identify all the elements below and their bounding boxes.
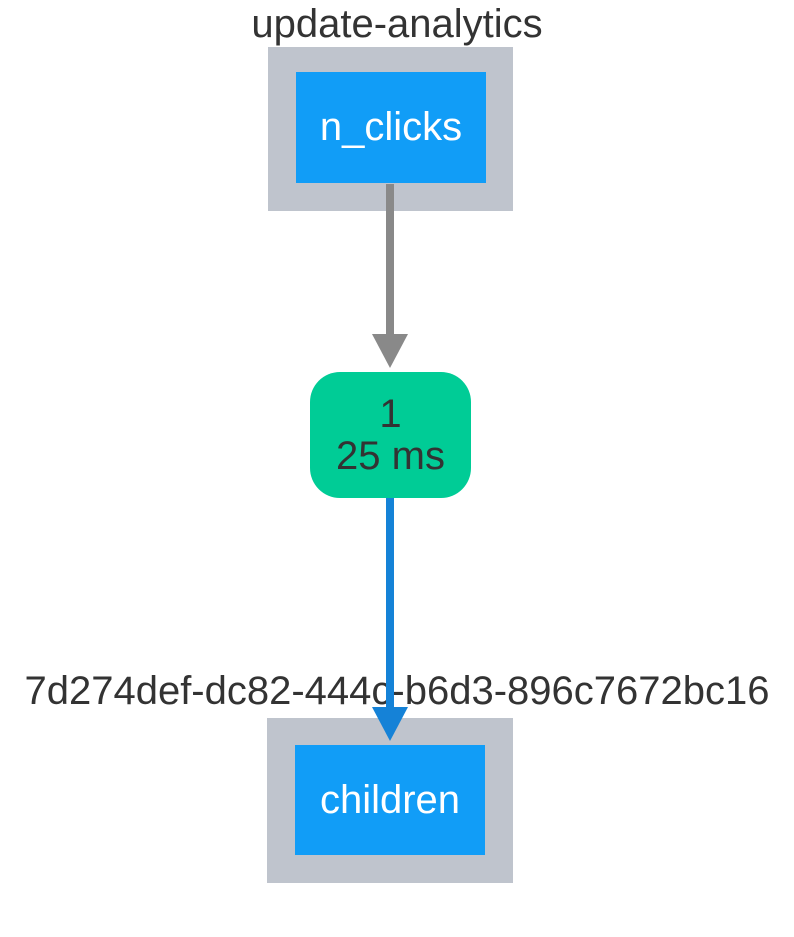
output-component-node[interactable]: children (267, 718, 513, 883)
input-component-node[interactable]: n_clicks (268, 47, 513, 211)
property-node-children[interactable]: children (295, 745, 485, 855)
input-component-label: update-analytics (251, 2, 543, 46)
edge-input-to-callback (386, 184, 394, 335)
edge-callback-to-output (386, 498, 394, 709)
callback-call-count: 1 (379, 392, 402, 436)
output-component-label: 7d274def-dc82-444c-b6d3-896c7672bc16 (24, 669, 770, 713)
callback-duration: 25 ms (336, 434, 445, 478)
property-node-label: children (319, 777, 461, 822)
arrowhead-down-icon (372, 334, 408, 368)
property-node-n-clicks[interactable]: n_clicks (296, 72, 486, 183)
property-node-label: n_clicks (319, 105, 463, 149)
callback-node[interactable]: 1 25 ms (310, 372, 471, 498)
arrowhead-down-icon (372, 707, 408, 741)
